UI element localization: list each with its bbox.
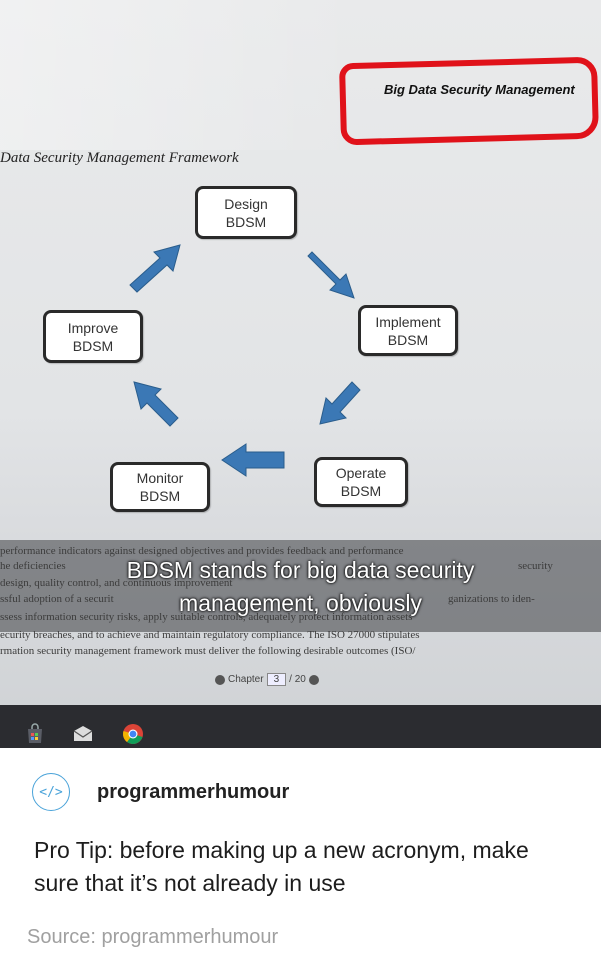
arrow-implement-to-operate	[319, 381, 361, 425]
node-monitor: Monitor BDSM	[110, 462, 210, 512]
post-source-link[interactable]: Source: programmerhumour	[27, 926, 279, 948]
book-text-line: ecurity breaches, and to achieve and mai…	[0, 629, 420, 641]
book-text-line: he deficiencies	[0, 560, 66, 572]
node-operate-line1: Operate	[335, 465, 387, 481]
blog-name-link[interactable]: programmerhumour	[97, 781, 290, 803]
prev-page-icon[interactable]	[215, 674, 225, 685]
book-text-line: design, quality control, and continuous …	[0, 577, 233, 589]
node-implement-line2: BDSM	[387, 331, 429, 348]
node-design-line2: BDSM	[225, 213, 267, 230]
taskbar	[0, 705, 601, 748]
blog-code-icon[interactable]: </>	[32, 773, 70, 811]
node-implement-line1: Implement	[375, 313, 441, 330]
node-monitor-line1: Monitor	[136, 470, 184, 486]
pager-label: Chapter	[228, 674, 264, 685]
meme-caption-line2: management, obviously	[179, 590, 422, 616]
node-design: Design BDSM	[195, 186, 297, 239]
book-text-line: ssess information security risks, apply …	[0, 611, 413, 623]
node-improve-line1: Improve	[67, 319, 119, 336]
arrow-monitor-to-improve	[133, 381, 179, 427]
caption-band	[0, 540, 601, 632]
page-number-input[interactable]: 3	[266, 673, 287, 686]
node-improve-line2: BDSM	[72, 337, 114, 354]
node-design-line1: Design	[224, 195, 268, 212]
book-text-line: rmation security management framework mu…	[0, 645, 416, 657]
pager-total: / 20	[289, 674, 306, 685]
book-text-line: performance indicators against designed …	[0, 545, 404, 557]
node-operate-line2: BDSM	[340, 483, 382, 499]
cycle-arrows	[129, 244, 361, 477]
arrow-operate-to-monitor	[221, 443, 285, 477]
node-implement: Implement BDSM	[358, 305, 458, 356]
arrow-design-to-implement	[307, 251, 355, 299]
chapter-pager: Chapter 3 / 20	[215, 673, 319, 686]
node-operate: Operate BDSM	[314, 457, 408, 507]
header-label: Big Data Security Management	[384, 82, 575, 97]
arrow-improve-to-design	[129, 244, 181, 293]
book-text-fragment: ganizations to iden-	[448, 593, 535, 605]
post-body-text: Pro Tip: before making up a new acronym,…	[34, 837, 529, 896]
photo: Big Data Security Management Data Securi…	[0, 0, 601, 748]
book-text-line: ssful adoption of a securit	[0, 593, 114, 605]
chrome-icon[interactable]	[122, 723, 144, 745]
store-icon[interactable]	[24, 723, 46, 745]
node-monitor-line2: BDSM	[139, 488, 181, 504]
node-improve: Improve BDSM	[43, 310, 143, 363]
book-text-fragment: security	[518, 560, 553, 572]
mail-icon[interactable]	[72, 723, 94, 745]
framework-title: Data Security Management Framework	[0, 150, 239, 166]
meme-caption-line1: BDSM stands for big data security	[126, 557, 475, 583]
next-page-icon[interactable]	[308, 674, 319, 685]
